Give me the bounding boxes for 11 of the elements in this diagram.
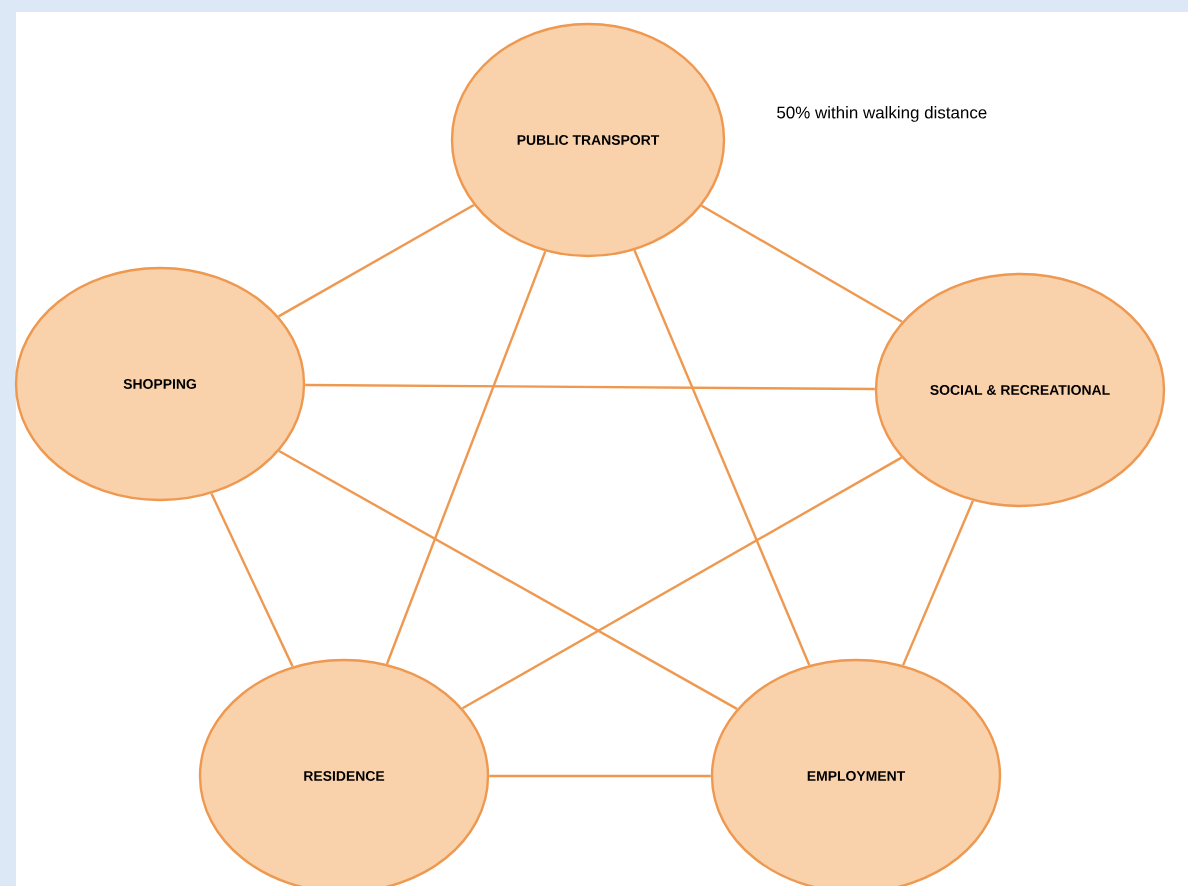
note-text: 50% within walking distance (777, 106, 987, 122)
connector-line (902, 500, 974, 666)
connector-line (210, 493, 294, 667)
connector-line (305, 383, 875, 391)
connector-line (633, 249, 811, 666)
connector-line (489, 774, 711, 778)
connector-line (701, 204, 903, 323)
connector-line (385, 250, 547, 665)
connector-line (278, 204, 475, 318)
connector-line (461, 456, 903, 710)
connector-line (278, 450, 738, 710)
